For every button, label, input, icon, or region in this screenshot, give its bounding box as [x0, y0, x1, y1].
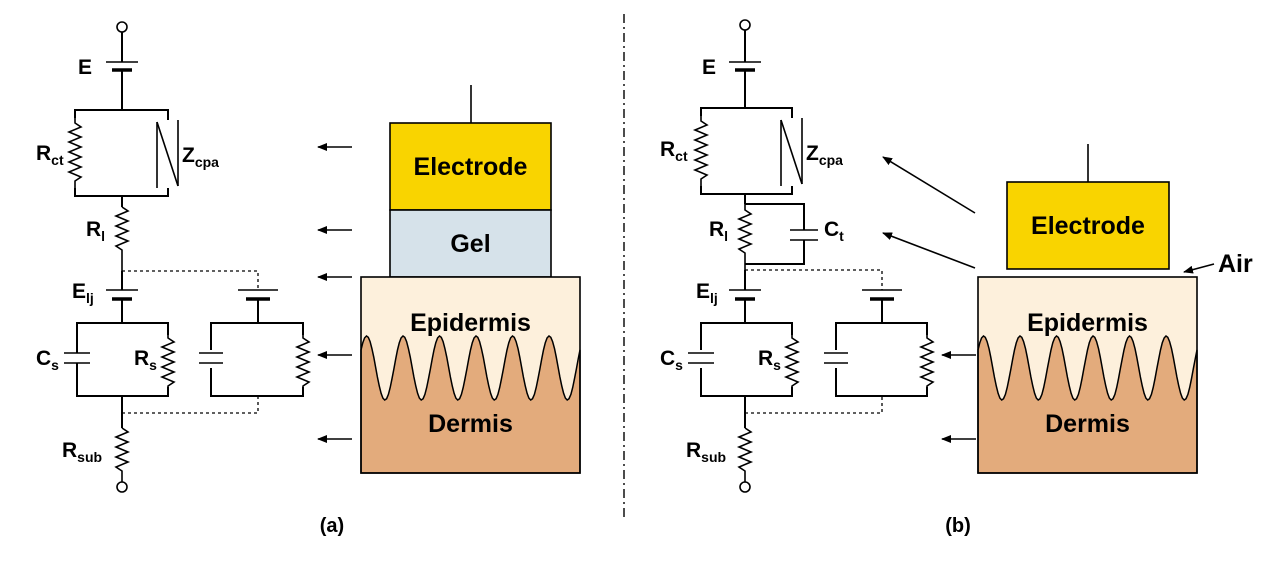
resistor-rsub-a [113, 427, 131, 482]
dermis-region-a [360, 335, 581, 474]
dermis-region-b [977, 335, 1198, 474]
label-zcpa-b: Zcpa [806, 142, 843, 168]
battery-branch-a [238, 289, 278, 301]
battery-elj-b [729, 289, 761, 301]
label-rl-b: Rl [709, 218, 728, 244]
arrow-air-b [882, 232, 976, 269]
electrode-label-a: Electrode [414, 153, 528, 181]
label-rsub-a: Rsub [62, 439, 102, 465]
bottom-terminal-b [739, 481, 751, 493]
label-ct-b: Ct [824, 218, 844, 244]
dermis-label-a: Dermis [428, 410, 513, 438]
gel-label-a: Gel [450, 230, 490, 258]
resistor-branch-a [294, 323, 312, 396]
circuit-b [686, 19, 937, 493]
label-rsub-b: Rsub [686, 439, 726, 465]
label-cs-b: Cs [660, 347, 683, 373]
branch-loop-a [210, 322, 304, 397]
bottom-terminal-a [116, 481, 128, 493]
capacitor-branch-a [199, 352, 223, 364]
resistor-rs-a [159, 323, 177, 396]
arrow-air-label-b [1183, 263, 1215, 274]
electrode-block-b [1006, 181, 1170, 270]
skin-outline-b [977, 276, 1198, 474]
label-rct-b: Rct [660, 138, 688, 164]
cpe-zcpa-a [156, 110, 179, 196]
resistor-rct-a [66, 110, 84, 196]
panel-b: E Rct Zcpa Rl Ct Elj Cs Rs Rsub Electrod… [660, 19, 1253, 537]
resistor-rsub-b [736, 427, 754, 482]
air-label-b: Air [1218, 250, 1253, 278]
capacitor-cs-b [688, 352, 714, 364]
label-rs-b: Rs [758, 347, 781, 373]
label-elj-a: Elj [72, 280, 94, 306]
capacitor-branch-b [824, 352, 848, 364]
label-elj-b: Elj [696, 280, 718, 306]
epidermis-label-a: Epidermis [410, 309, 531, 337]
label-e-a: E [78, 56, 92, 79]
electrode-block-a [389, 122, 552, 211]
electrode-label-b: Electrode [1031, 212, 1145, 240]
resistor-rct-b [692, 108, 710, 194]
caption-b: (b) [945, 515, 971, 537]
capacitor-ct-b [790, 222, 818, 248]
battery-branch-b [862, 289, 902, 301]
arrow-electrode-b [882, 156, 976, 214]
battery-elj-a [106, 289, 138, 301]
skin-outline-a [360, 276, 581, 474]
circuit-a [62, 21, 313, 493]
cpe-zcpa-b [780, 108, 803, 194]
label-rl-a: Rl [86, 218, 105, 244]
resistor-rl-b [736, 204, 754, 270]
capacitor-cs-a [64, 345, 90, 370]
label-rct-a: Rct [36, 142, 64, 168]
label-cs-a: Cs [36, 347, 59, 373]
branch-loop-b [835, 322, 928, 397]
top-terminal-b [739, 19, 751, 31]
battery-e-a [106, 61, 138, 72]
epidermis-label-b: Epidermis [1027, 309, 1148, 337]
top-terminal-a [116, 21, 128, 33]
caption-a: (a) [320, 515, 344, 537]
resistor-branch-b [918, 323, 936, 396]
label-e-b: E [702, 56, 716, 79]
panel-a: E Rct Zcpa Rl Elj Cs Rs Rsub Electrode G… [36, 21, 581, 537]
battery-e-b [729, 61, 761, 72]
label-zcpa-a: Zcpa [182, 144, 219, 170]
resistor-rs-b [783, 323, 801, 396]
gel-block-a [389, 209, 552, 278]
label-rs-a: Rs [134, 347, 157, 373]
dermis-label-b: Dermis [1045, 410, 1130, 438]
resistor-rl-a [113, 206, 131, 271]
